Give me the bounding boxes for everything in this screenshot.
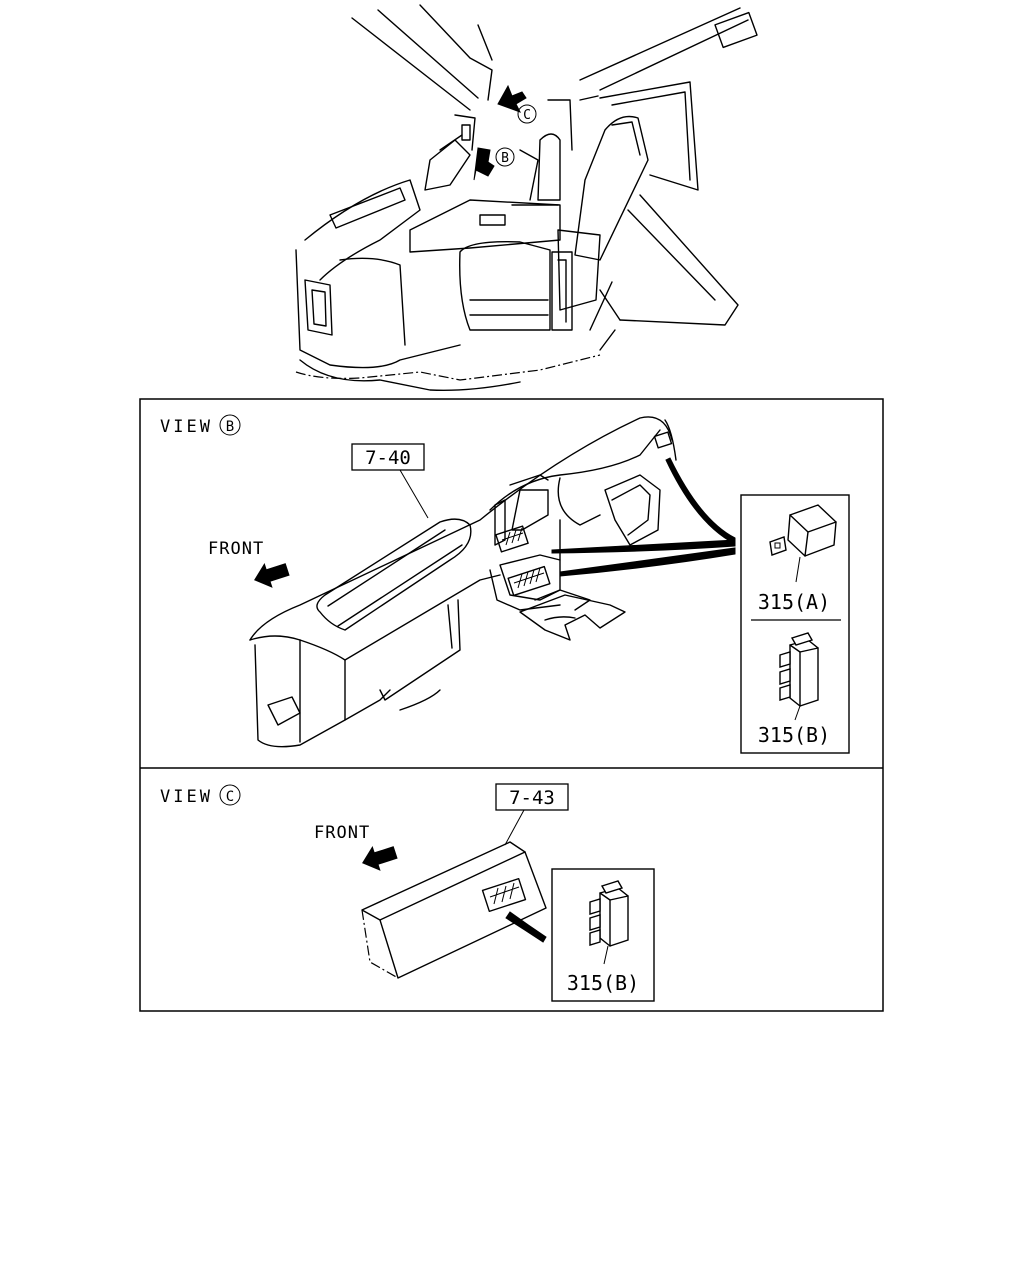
view-c-front-arrow-icon	[362, 846, 398, 871]
connector-315b-label-view-c: 315(B)	[567, 971, 639, 995]
connector-315b-label-view-b: 315(B)	[758, 723, 830, 747]
overhead-console-illustration	[361, 841, 547, 979]
callout-b-circle	[495, 147, 515, 167]
view-b-front-label: FRONT	[208, 539, 264, 559]
view-b-front-arrow-icon	[254, 563, 290, 588]
connector-315b-icon-view-c	[589, 880, 629, 947]
leader-7-43	[504, 809, 525, 846]
leader-315b-view-c	[603, 945, 609, 965]
view-b-title-mark: B	[226, 419, 234, 435]
part-ref-box-7-43	[495, 783, 569, 811]
view-c-front-label: FRONT	[314, 823, 370, 843]
leader-315b-view-b	[794, 705, 801, 721]
part-ref-box-7-40	[351, 443, 425, 471]
views-frame	[139, 398, 884, 1012]
harness-lead-1	[551, 539, 736, 554]
connector-315a-icon	[769, 504, 837, 557]
harness-lead-3	[665, 457, 736, 545]
connector-315b-icon	[779, 632, 819, 707]
view-c-title-mark: C	[226, 789, 234, 805]
harness-lead-view-c	[505, 911, 547, 943]
harness-lead-2	[559, 547, 736, 577]
callout-b-label: B	[501, 151, 509, 166]
view-b-arrow-icon	[473, 147, 495, 181]
instrument-panel-illustration	[249, 416, 677, 748]
leader-315a	[795, 556, 801, 583]
view-b-title: VIEW	[160, 417, 213, 437]
view-b-panel: VIEW B 7-40 FRONT	[160, 414, 850, 754]
connector-315a-label: 315(A)	[758, 590, 830, 614]
leader-7-40	[399, 469, 429, 519]
view-c-panel: VIEW C 7-43 FRONT 315(B)	[160, 783, 655, 1002]
view-c-arrow-icon	[497, 84, 527, 113]
cab-interior-illustration: C B	[295, 4, 758, 392]
callout-c-label: C	[523, 108, 531, 123]
view-c-title-circle	[219, 784, 241, 806]
callout-c-circle	[517, 104, 537, 124]
part-ref-7-43: 7-43	[509, 787, 555, 809]
view-b-title-circle	[219, 414, 241, 436]
view-c-title: VIEW	[160, 787, 213, 807]
part-ref-7-40: 7-40	[365, 447, 411, 469]
